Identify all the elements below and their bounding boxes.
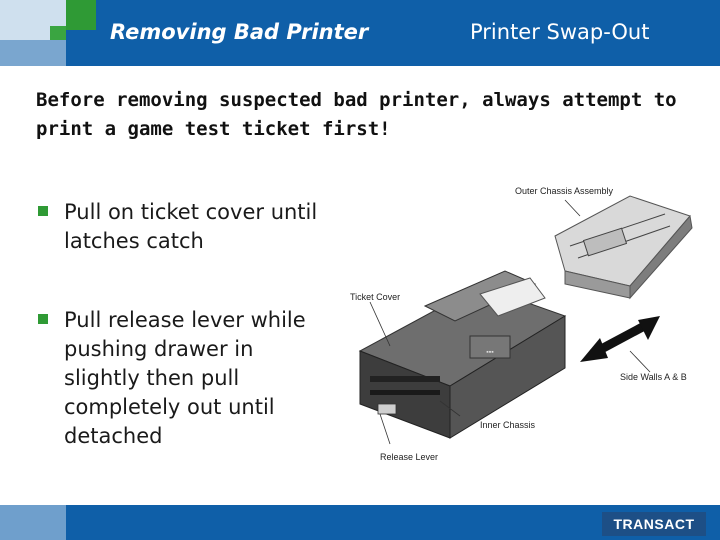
header-decor-green (66, 0, 96, 30)
bullet-marker-icon (38, 206, 48, 216)
header-decor-square-2 (0, 40, 66, 66)
bullet-item: Pull on ticket cover until latches catch (36, 198, 326, 256)
label-outer-chassis: Outer Chassis Assembly (515, 186, 614, 196)
bullet-text: Pull release lever while pushing drawer … (64, 308, 306, 448)
label-release-lever: Release Lever (380, 452, 439, 462)
bullet-text: Pull on ticket cover until latches catch (64, 200, 318, 253)
label-ticket-cover: Ticket Cover (350, 292, 401, 302)
removal-arrow-icon (580, 316, 660, 362)
header-decor-green-2 (50, 26, 66, 40)
inner-chassis-drawing: ▪▪▪ (358, 270, 567, 439)
slide-section: Printer Swap-Out (470, 20, 650, 44)
bullet-item: Pull release lever while pushing drawer … (36, 306, 326, 451)
bullet-marker-icon (38, 314, 48, 324)
label-inner-chassis: Inner Chassis (480, 420, 536, 430)
footer-decor-square (0, 505, 66, 540)
label-side-walls: Side Walls A & B (620, 372, 687, 382)
transact-logo: TRANSACT (602, 512, 706, 536)
header-bar (0, 0, 720, 66)
footer-bar (0, 505, 720, 540)
intro-text: Before removing suspected bad printer, a… (36, 89, 677, 140)
bullet-list: Pull on ticket cover until latches catch… (36, 198, 326, 501)
slide-title: Removing Bad Printer (110, 20, 369, 44)
svg-text:▪▪▪: ▪▪▪ (486, 349, 494, 356)
printer-figure: ▪▪▪ Outer Chassis Assembly Ticket Cover … (330, 176, 720, 476)
outer-chassis-drawing (554, 195, 693, 300)
printer-illustration: ▪▪▪ (358, 195, 693, 445)
